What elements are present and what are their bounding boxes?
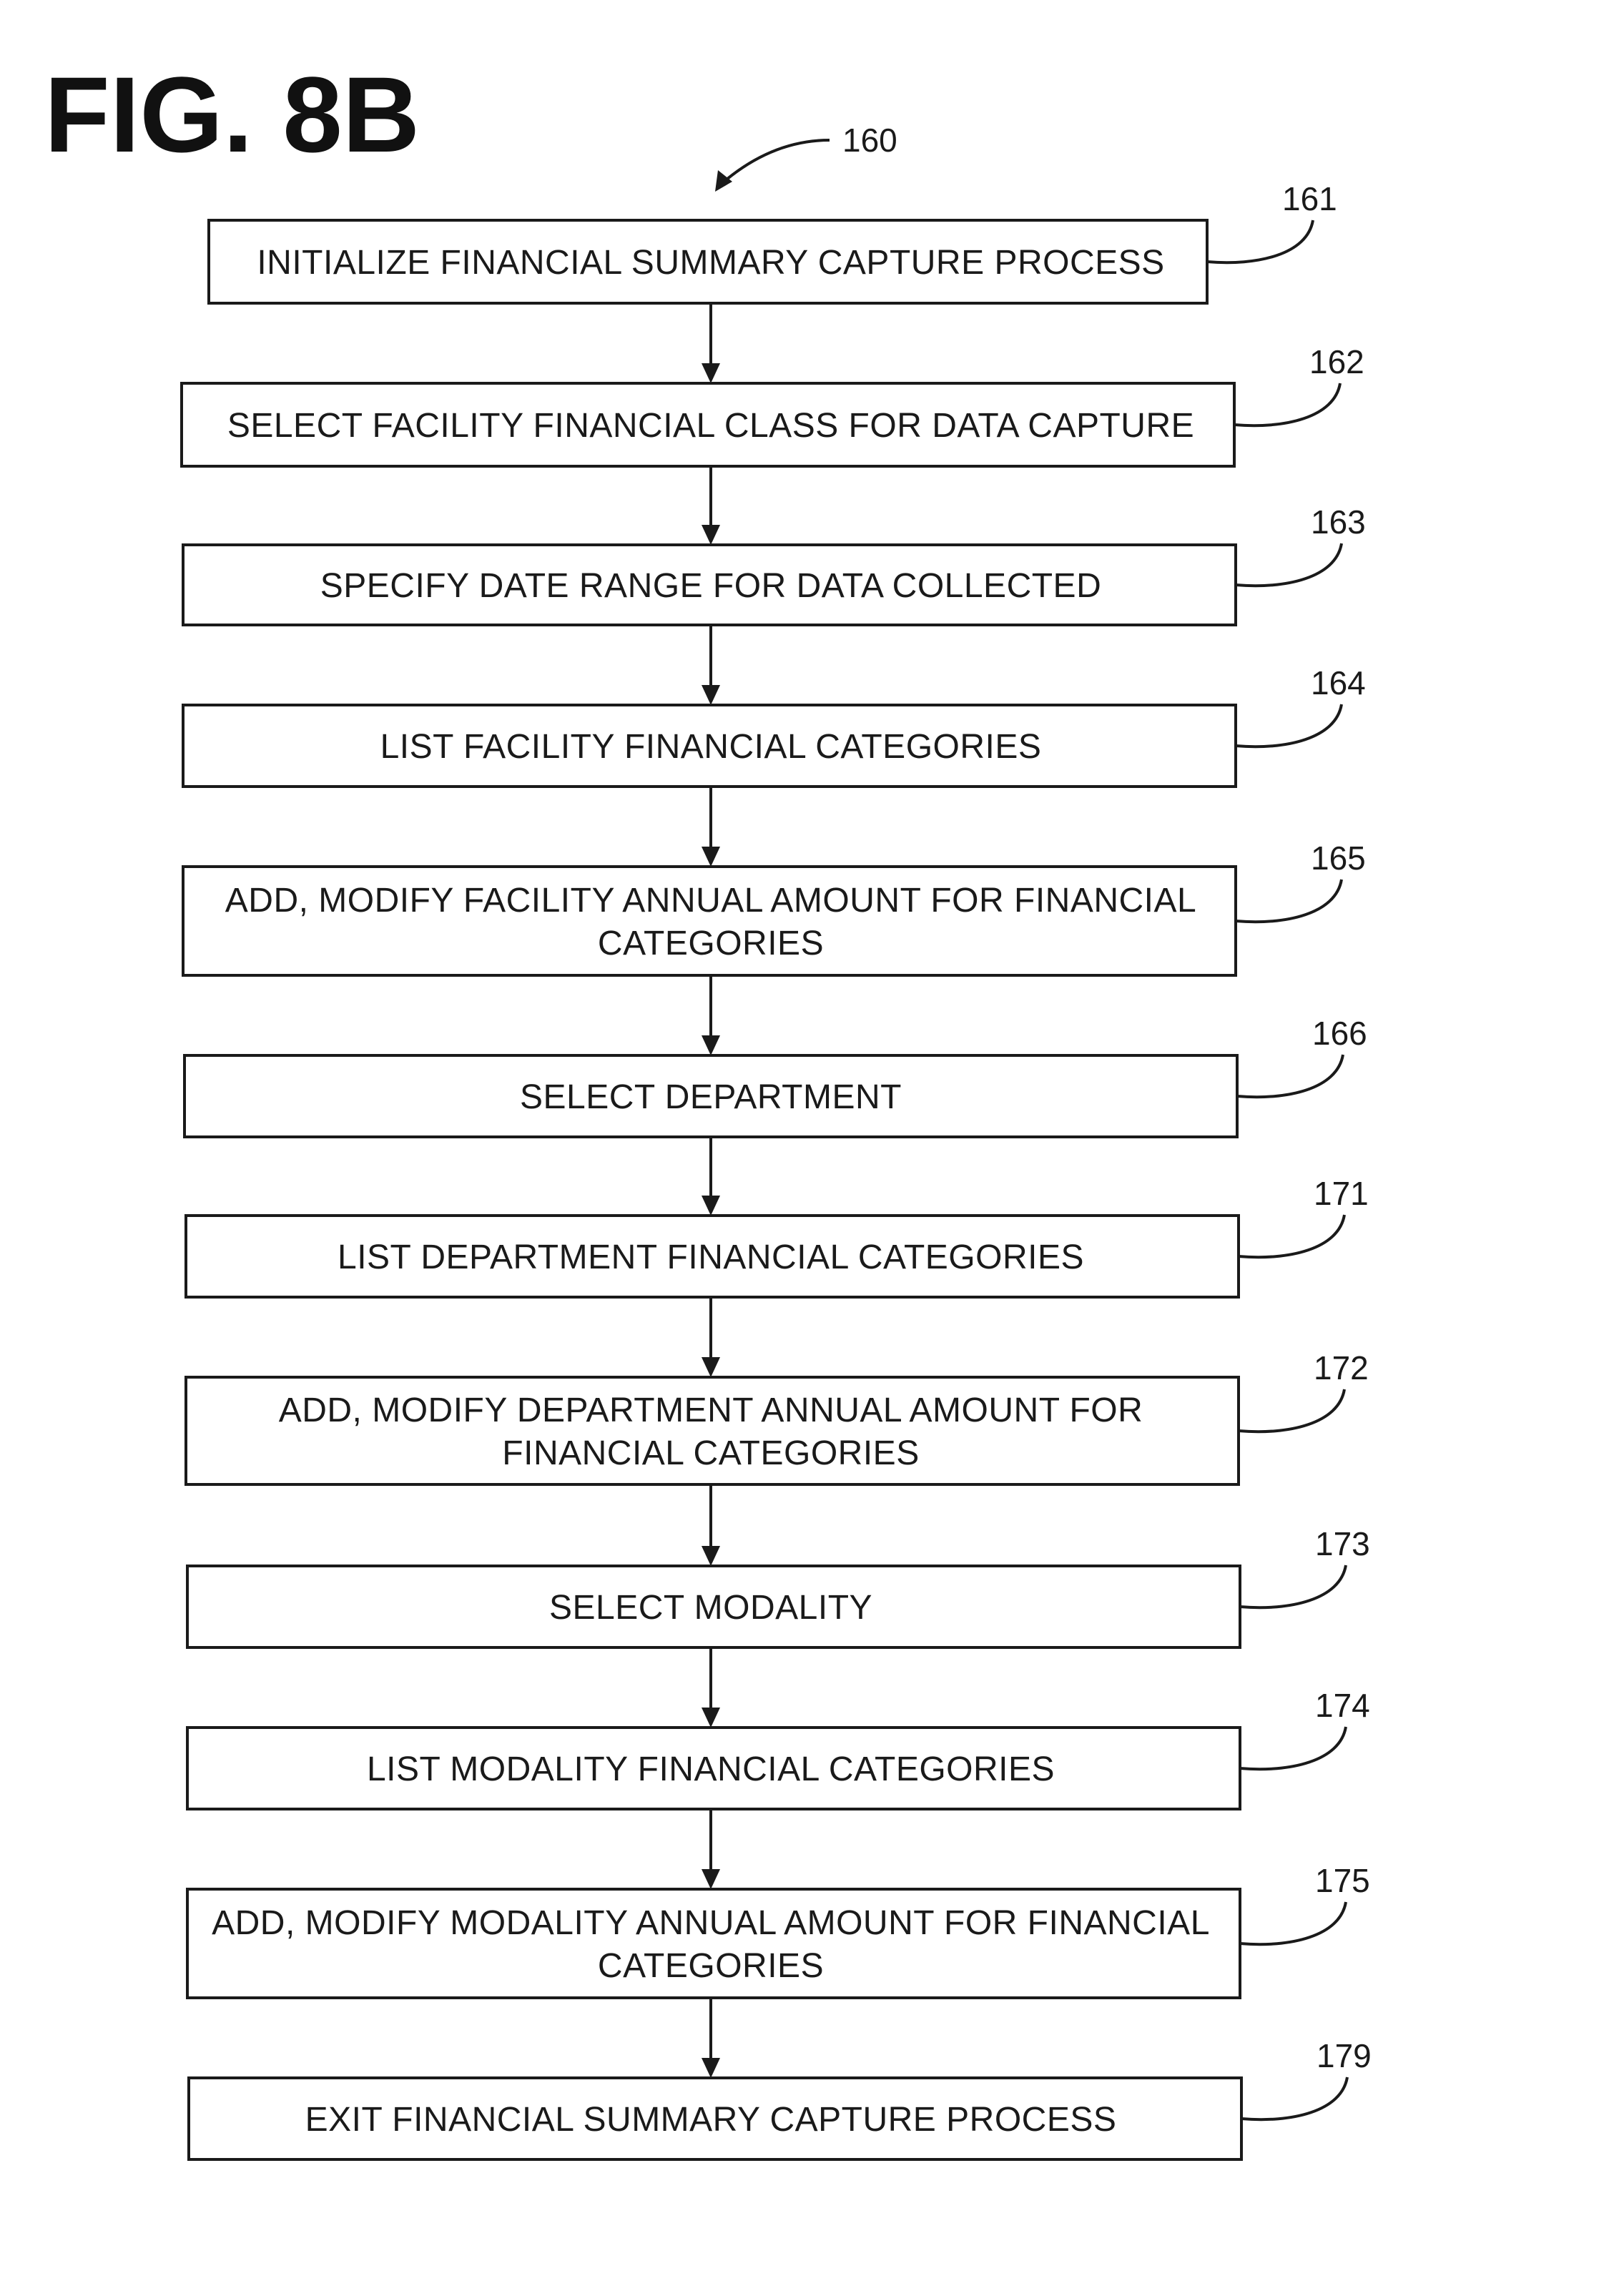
figure-ref-arrowhead bbox=[715, 170, 732, 192]
ref-leader bbox=[1236, 704, 1342, 747]
figure-ref-number: 160 bbox=[842, 122, 897, 159]
flow-arrowhead bbox=[702, 363, 720, 383]
flow-step: INITIALIZE FINANCIAL SUMMARY CAPTURE PRO… bbox=[209, 180, 1337, 303]
step-ref-number: 173 bbox=[1315, 1525, 1370, 1562]
flow-step: LIST MODALITY FINANCIAL CATEGORIES 174 bbox=[187, 1687, 1370, 1809]
ref-leader bbox=[1237, 1055, 1343, 1097]
flow-step: ADD, MODIFY FACILITY ANNUAL AMOUNT FOR F… bbox=[183, 839, 1366, 975]
step-label: INITIALIZE FINANCIAL SUMMARY CAPTURE PRO… bbox=[257, 244, 1164, 282]
flow-step: ADD, MODIFY MODALITY ANNUAL AMOUNT FOR F… bbox=[187, 1862, 1370, 1998]
step-label: SELECT MODALITY bbox=[549, 1589, 872, 1627]
flow-arrowhead bbox=[702, 1708, 720, 1728]
step-ref-number: 166 bbox=[1312, 1015, 1367, 1052]
flow-arrowhead bbox=[702, 1196, 720, 1216]
ref-leader bbox=[1236, 880, 1342, 922]
step-label: EXIT FINANCIAL SUMMARY CAPTURE PROCESS bbox=[305, 2101, 1117, 2139]
flow-arrowhead bbox=[702, 847, 720, 867]
step-label: SELECT FACILITY FINANCIAL CLASS FOR DATA… bbox=[227, 407, 1194, 445]
flow-arrowhead bbox=[702, 2058, 720, 2078]
ref-leader bbox=[1234, 383, 1340, 425]
step-ref-number: 165 bbox=[1311, 839, 1366, 877]
flow-step: SELECT DEPARTMENT 166 bbox=[184, 1015, 1367, 1137]
flow-step: LIST DEPARTMENT FINANCIAL CATEGORIES 171 bbox=[186, 1175, 1369, 1297]
step-label: SELECT DEPARTMENT bbox=[520, 1078, 902, 1116]
step-ref-number: 163 bbox=[1311, 503, 1366, 541]
ref-leader bbox=[1241, 2077, 1347, 2119]
step-ref-number: 162 bbox=[1309, 343, 1364, 380]
flow-arrowhead bbox=[702, 1546, 720, 1566]
step-label: SPECIFY DATE RANGE FOR DATA COLLECTED bbox=[320, 567, 1101, 605]
ref-leader bbox=[1236, 543, 1342, 586]
step-ref-number: 164 bbox=[1311, 664, 1366, 701]
step-label: LIST FACILITY FINANCIAL CATEGORIES bbox=[380, 728, 1042, 766]
flow-step: EXIT FINANCIAL SUMMARY CAPTURE PROCESS 17… bbox=[189, 2037, 1372, 2159]
flow-step: LIST FACILITY FINANCIAL CATEGORIES 164 bbox=[183, 664, 1366, 787]
flow-arrowhead bbox=[702, 1357, 720, 1377]
ref-leader bbox=[1207, 220, 1313, 262]
flow-step: SELECT FACILITY FINANCIAL CLASS FOR DATA… bbox=[182, 343, 1364, 466]
step-ref-number: 161 bbox=[1282, 180, 1337, 217]
step-ref-number: 172 bbox=[1314, 1349, 1369, 1386]
figure-title: FIG. 8B bbox=[44, 54, 420, 174]
step-ref-number: 179 bbox=[1317, 2037, 1372, 2074]
step-label: ADD, MODIFY MODALITY ANNUAL AMOUNT FOR F… bbox=[212, 1904, 1210, 1942]
step-ref-number: 171 bbox=[1314, 1175, 1369, 1212]
figure-ref-leader bbox=[722, 140, 830, 183]
step-label: CATEGORIES bbox=[598, 925, 824, 962]
ref-leader bbox=[1240, 1727, 1346, 1769]
step-ref-number: 174 bbox=[1315, 1687, 1370, 1724]
flow-arrowhead bbox=[702, 1035, 720, 1055]
steps-layer: INITIALIZE FINANCIAL SUMMARY CAPTURE PRO… bbox=[182, 180, 1372, 2159]
flow-arrowhead bbox=[702, 1869, 720, 1889]
flow-step: SELECT MODALITY 173 bbox=[187, 1525, 1370, 1647]
ref-leader bbox=[1239, 1389, 1344, 1432]
step-ref-number: 175 bbox=[1315, 1862, 1370, 1899]
step-label: CATEGORIES bbox=[598, 1947, 824, 1985]
flow-step: ADD, MODIFY DEPARTMENT ANNUAL AMOUNT FOR… bbox=[186, 1349, 1369, 1484]
ref-leader bbox=[1240, 1565, 1346, 1607]
step-label: ADD, MODIFY DEPARTMENT ANNUAL AMOUNT FOR bbox=[279, 1391, 1143, 1429]
step-label: LIST DEPARTMENT FINANCIAL CATEGORIES bbox=[338, 1238, 1084, 1276]
ref-leader bbox=[1240, 1902, 1346, 1944]
step-label: ADD, MODIFY FACILITY ANNUAL AMOUNT FOR F… bbox=[225, 882, 1196, 920]
flow-arrowhead bbox=[702, 525, 720, 545]
step-label: LIST MODALITY FINANCIAL CATEGORIES bbox=[367, 1750, 1055, 1788]
step-label: FINANCIAL CATEGORIES bbox=[502, 1434, 919, 1472]
flow-arrowhead bbox=[702, 685, 720, 705]
ref-leader bbox=[1239, 1215, 1344, 1257]
flow-step: SPECIFY DATE RANGE FOR DATA COLLECTED 163 bbox=[183, 503, 1366, 625]
